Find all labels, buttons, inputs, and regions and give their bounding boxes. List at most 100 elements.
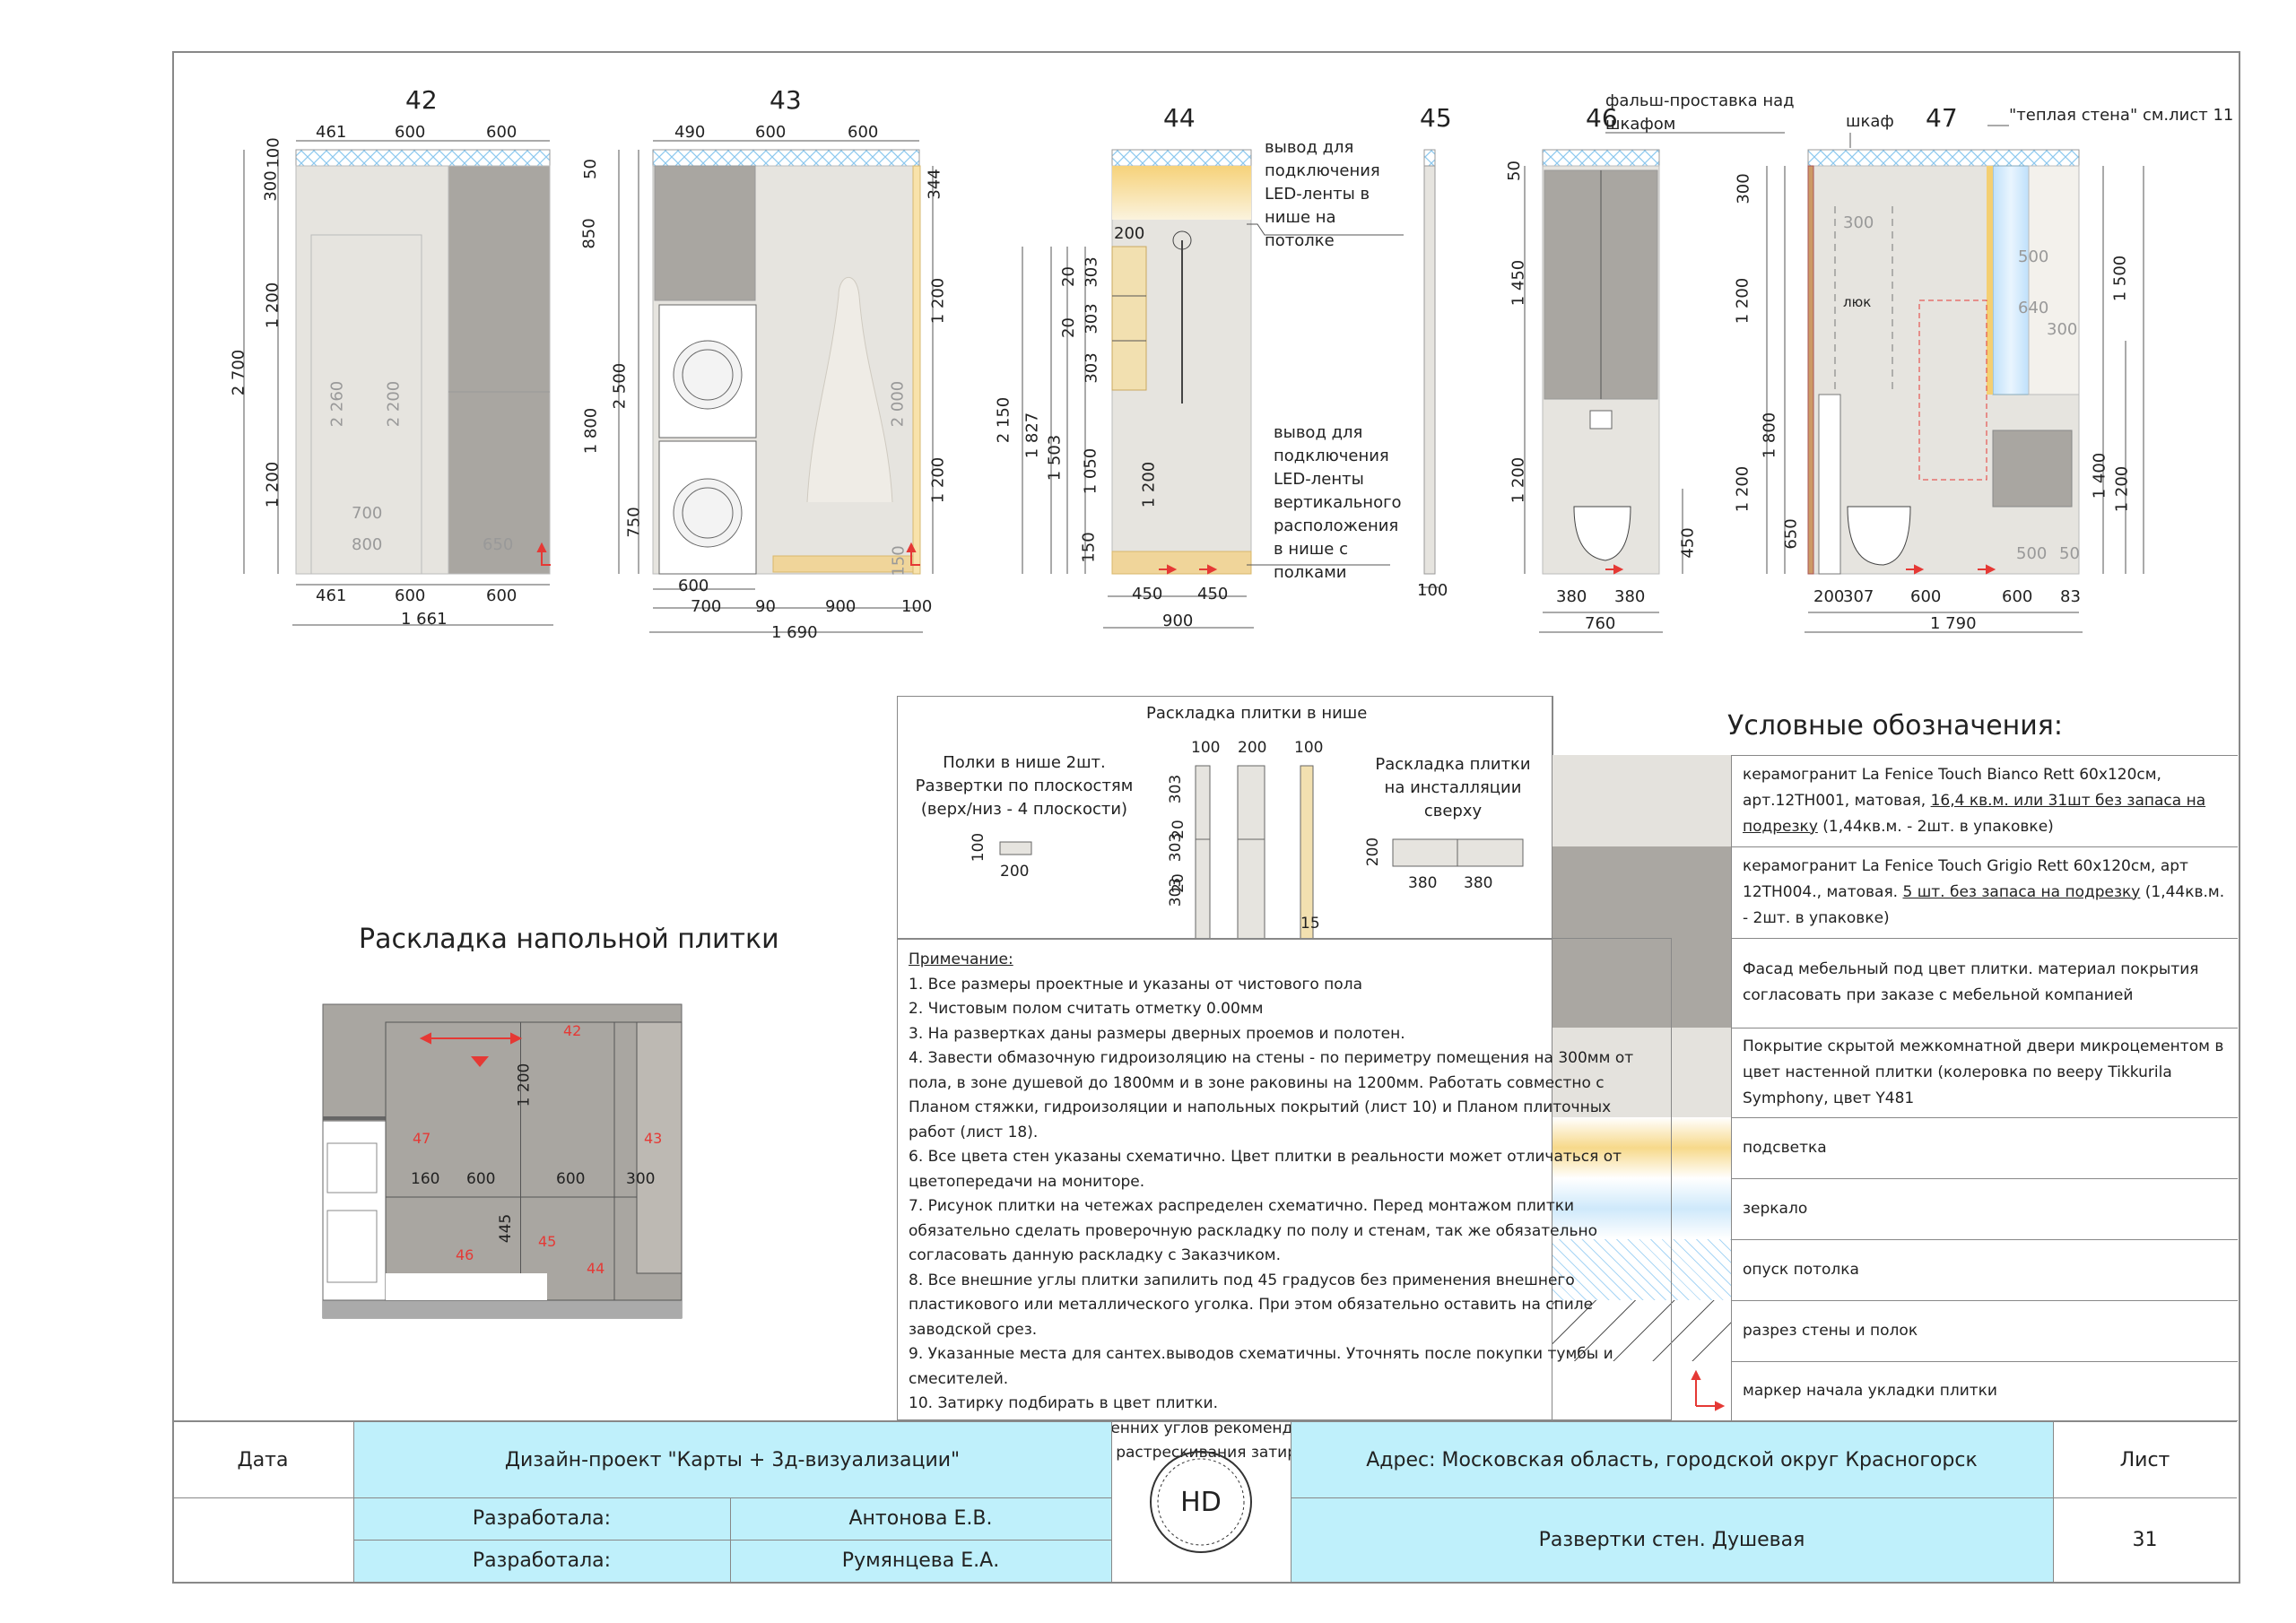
dim-44-bottom-2: 450 <box>1197 585 1229 603</box>
floor-dim-600a: 600 <box>466 1170 496 1188</box>
dim-42-inner-2: 2 200 <box>384 380 404 428</box>
dim-47-inner-2: 500 <box>2018 247 2049 266</box>
dim-43-bottom-2: 90 <box>755 597 776 616</box>
note-7: 7. Рисунок плитки на четежах распределен… <box>909 1197 1597 1264</box>
dim-43-bottom-1: 700 <box>691 597 722 616</box>
floor-mark-45: 45 <box>538 1233 557 1250</box>
niche-install-label: Раскладка плитки на инсталляции сверху <box>1375 755 1531 820</box>
dim-42-overall: 2 700 <box>229 349 248 396</box>
niche-shelves-label: Полки в нише 2шт. Развертки по плоскостя… <box>915 753 1134 819</box>
dim-47-inner-1: 300 <box>1843 213 1874 232</box>
callout-warm-wall: "теплая стена" см.лист 11 <box>2009 106 2234 125</box>
elevation-label-43: 43 <box>770 85 802 115</box>
legend-row-text: опуск потолка <box>1743 1260 1859 1279</box>
dim-47-l-650: 650 <box>1781 518 1801 550</box>
dim-44-200: 200 <box>1114 224 1145 243</box>
note-10: 10. Затирку подбирать в цвет плитки. <box>909 1394 1218 1412</box>
legend-row: керамогранит La Fenice Touch Bianco Rett… <box>1552 755 2238 847</box>
dim-44-inner: 1 200 <box>1139 461 1159 508</box>
dim-42-inner-4: 800 <box>352 535 383 554</box>
dim-43-r-344: 344 <box>925 169 944 200</box>
dim-43-top-1: 490 <box>674 123 706 142</box>
elevation-label-44: 44 <box>1163 103 1196 133</box>
niche-dim-6: 303 <box>1167 832 1186 863</box>
dim-46-bottom-1: 380 <box>1556 587 1587 606</box>
dim-42-top-3: 600 <box>486 123 517 142</box>
dim-42-h-300: 300 <box>261 170 281 202</box>
dim-43-l-1800: 1 800 <box>581 407 601 455</box>
dim-46-l-1200: 1 200 <box>1509 456 1528 504</box>
niche-title: Раскладка плитки в нише <box>1146 704 1368 723</box>
dim-46-l-50: 50 <box>1504 161 1524 181</box>
note-1: 1. Все размеры проектные и указаны от чи… <box>909 975 1362 994</box>
floor-title: Раскладка напольной плитки <box>359 924 779 955</box>
legend-row: Фасад мебельный под цвет плитки. материа… <box>1552 938 2238 1028</box>
dim-47-inner-6: 50 <box>2059 544 2080 563</box>
dim-47-l-1800: 1 800 <box>1760 412 1779 459</box>
dim-43-bottom-a: 600 <box>678 577 709 595</box>
callout-led-ceiling: вывод для подключения LED-ленты в нише н… <box>1265 138 1380 250</box>
floor-dim-300: 300 <box>626 1170 656 1188</box>
dim-44-2150: 2 150 <box>994 396 1013 444</box>
dim-47-bottom-3: 600 <box>1910 587 1942 606</box>
dim-44-150: 150 <box>1079 532 1099 563</box>
dim-44-1827: 1 827 <box>1022 412 1042 459</box>
floor-mark-42: 42 <box>563 1022 582 1039</box>
dim-43-bottom-4: 100 <box>901 597 933 616</box>
legend-row-text: Фасад мебельный под цвет плитки. материа… <box>1743 960 2199 1004</box>
elevation-label-45: 45 <box>1420 103 1452 133</box>
dim-43-r-1200a: 1 200 <box>928 277 948 325</box>
tb-sheet-title: Развертки стен. Душевая <box>1291 1497 2053 1582</box>
dim-42-top-1: 461 <box>316 123 347 142</box>
callout-false-panel: фальш-проставка над шкафом <box>1605 91 1795 134</box>
dim-47-inner-4: 300 <box>2047 320 2078 339</box>
floor-plan-drawing <box>322 1003 683 1319</box>
tb-date-label: Дата <box>237 1448 289 1471</box>
niche-install-h: 200 <box>1364 837 1383 867</box>
hatch-label: люк <box>1843 294 1872 310</box>
dim-43-overall: 2 500 <box>610 362 630 410</box>
dim-47-l-1200a: 1 200 <box>1733 277 1752 325</box>
dim-47-r-1400: 1 400 <box>2090 452 2109 499</box>
dim-42-inner-1: 2 260 <box>327 380 347 428</box>
niche-dim-1: 100 <box>1191 739 1221 757</box>
dim-43-bottom-3: 900 <box>825 597 857 616</box>
dim-44-303a: 303 <box>1082 256 1101 288</box>
niche-dim-5: 303 <box>1167 774 1186 804</box>
dim-42-h-1200b: 1 200 <box>263 461 283 508</box>
floor-dim-1200: 1 200 <box>515 1063 534 1107</box>
legend-row: керамогранит La Fenice Touch Grigio Rett… <box>1552 846 2238 939</box>
floor-dim-600b: 600 <box>556 1170 586 1188</box>
niche-dim-2: 200 <box>1238 739 1267 757</box>
elevation-label-46: 46 <box>1586 103 1618 133</box>
dim-43-inner-150: 150 <box>889 545 909 577</box>
tb-project: Дизайн-проект "Карты + 3д-визуализации" <box>353 1422 1111 1497</box>
dim-47-bottom-2: 307 <box>1843 587 1874 606</box>
elevations-drawing <box>243 125 2144 633</box>
dim-43-total: 1 690 <box>771 623 818 642</box>
floor-mark-44: 44 <box>587 1260 605 1277</box>
marker-icon <box>1691 1369 1726 1411</box>
tb-sheet-label: Лист <box>2119 1448 2170 1471</box>
niche-drawing <box>999 765 1524 938</box>
notes-heading: Примечание: <box>909 950 1013 968</box>
niche-dim-3: 100 <box>1294 739 1324 757</box>
tb-sheet-number: 31 <box>2132 1528 2158 1551</box>
dim-47-bottom-5: 83 <box>2060 587 2081 606</box>
dim-44-20b: 20 <box>1058 317 1078 338</box>
legend-panel: Условные обозначения: керамогранит La Fe… <box>1552 696 2238 1421</box>
dim-42-total: 1 661 <box>401 610 448 629</box>
tb-address: Адрес: Московская область, городской окр… <box>1291 1422 2053 1497</box>
dim-46-l-1450: 1 450 <box>1509 259 1528 307</box>
legend-row-text: маркер начала укладки плитки <box>1743 1381 1997 1400</box>
legend-row: разрез стены и полок <box>1552 1300 2238 1362</box>
legend-row-text: керамогранит La Fenice Touch Grigio Rett… <box>1743 856 2225 927</box>
niche-install-w1: 380 <box>1408 874 1438 892</box>
tb-dev-name-2: Румянцева Е.А. <box>730 1540 1111 1582</box>
note-8: 8. Все внешние углы плитки запилить под … <box>909 1271 1594 1339</box>
dim-44-1503: 1 503 <box>1045 434 1065 482</box>
callout-cabinet: шкаф <box>1846 112 1894 131</box>
hd-logo-icon: HD <box>1150 1451 1252 1553</box>
niche-shelf-h: 100 <box>970 832 988 863</box>
tb-dev-label-2: Разработала: <box>353 1540 730 1582</box>
